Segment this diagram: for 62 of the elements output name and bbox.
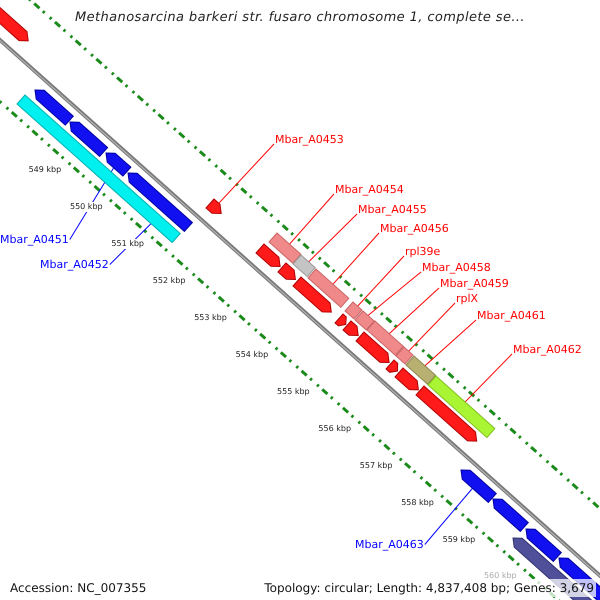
gene-label: rplX — [456, 292, 478, 305]
gene-feature — [128, 172, 192, 232]
gene-label: Mbar_A0454 — [335, 183, 404, 196]
gene-feature — [206, 198, 221, 214]
gene-feature — [460, 470, 496, 502]
genome-stats-note: Topology: circular; Length: 4,837,408 bp; Genes: 3,679 — [262, 579, 596, 597]
gene-bar — [428, 376, 496, 438]
scale-label: 550 kbp — [69, 202, 104, 212]
scale-label: 557 kbp — [358, 460, 394, 471]
gene-label: Mbar_A0461 — [477, 309, 546, 322]
title: Methanosarcina barkeri str. fusaro chromosome 1, complete se... — [74, 10, 526, 25]
gene-feature — [34, 90, 73, 125]
gene-feature — [256, 244, 281, 266]
leader-line — [464, 354, 512, 402]
scale-label: 559 kbp — [442, 534, 476, 545]
scale-label: 552 kbp — [152, 276, 186, 286]
gene-feature — [493, 499, 529, 532]
gene-bar — [396, 347, 414, 364]
gene-feature — [386, 360, 398, 372]
gene-feature — [395, 368, 419, 390]
gene-label: Mbar_A0451 — [0, 233, 69, 246]
gene-label: Mbar_A0459 — [440, 277, 509, 290]
gene-label: Mbar_A0463 — [355, 538, 424, 551]
scale-label: 554 kbp — [234, 350, 270, 360]
gene-label: rpl39e — [405, 245, 440, 258]
gene-feature — [356, 332, 389, 363]
leader-line — [368, 272, 422, 316]
gene-feature — [526, 528, 562, 562]
leader-line — [424, 488, 473, 545]
gene-bar — [308, 268, 349, 307]
gene-label: Mbar_A0453 — [275, 133, 344, 146]
gene-label: Mbar_A0455 — [358, 203, 427, 216]
leader-line — [388, 288, 440, 334]
leader-line — [332, 232, 380, 284]
gene-label: Mbar_A0456 — [380, 222, 449, 235]
scale-label: 549 kbp — [28, 164, 62, 175]
leader-line — [408, 302, 456, 352]
gene-bar — [367, 321, 404, 356]
scale-label: 553 kbp — [193, 312, 228, 323]
gene-label: Mbar_A0452 — [40, 258, 109, 271]
scale-label: 555 kbp — [276, 386, 311, 397]
leader-line — [357, 256, 404, 306]
scale-label: 558 kbp — [400, 498, 435, 508]
scale-label: 551 kbp — [110, 238, 145, 249]
gene-bar — [355, 310, 374, 330]
accession-note: Accession: NC_007355 — [10, 581, 146, 595]
gene-label: Mbar_A0462 — [513, 343, 582, 356]
gene-bar — [268, 233, 300, 264]
gene-bar — [406, 356, 436, 384]
leader-line — [308, 214, 358, 262]
gene-feature — [70, 122, 108, 156]
gene-feature — [342, 321, 358, 336]
gene-label: Mbar_A0458 — [422, 261, 491, 274]
leader-line — [424, 320, 476, 366]
gene-feature — [292, 276, 332, 312]
scale-label: 556 kbp — [317, 424, 352, 434]
gene-feature — [416, 386, 477, 442]
gene-bar — [345, 302, 362, 319]
leader-line — [288, 194, 334, 246]
gene-feature — [334, 314, 346, 326]
gene-feature — [106, 153, 130, 176]
leader-line — [218, 144, 274, 204]
